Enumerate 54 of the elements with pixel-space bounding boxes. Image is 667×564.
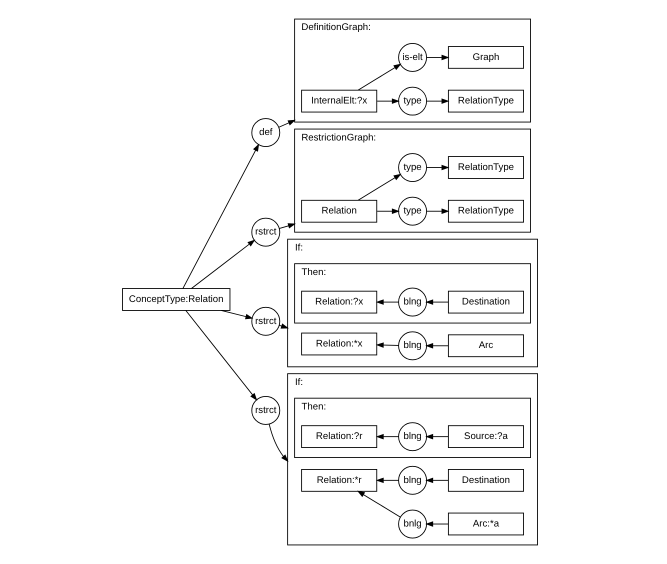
arrow: [376, 434, 399, 440]
node-box: Relation:?x: [301, 290, 378, 314]
arrow: [376, 478, 399, 484]
node-box: InternalElt:?x: [301, 90, 378, 112]
node-box: Destination: [448, 468, 524, 492]
node-box: Arc: [448, 334, 524, 358]
arrow: [425, 521, 449, 527]
node-circle: rstrct: [251, 396, 280, 425]
node-circle: rstrct: [251, 218, 280, 247]
arrow: [358, 174, 402, 201]
arrow: [185, 310, 258, 401]
node-circle: blng: [398, 422, 427, 452]
node-circle: type: [398, 86, 427, 116]
arrow: [376, 98, 400, 104]
node-circle: rstrct: [251, 306, 280, 336]
arrow: [425, 478, 449, 484]
node-circle: type: [398, 196, 427, 226]
arrow: [426, 164, 450, 170]
node-box: RelationType: [448, 200, 524, 223]
arrow: [220, 310, 254, 320]
arrow: [426, 208, 450, 214]
node-circle: bnlg: [398, 510, 427, 538]
node-box: RelationType: [448, 90, 524, 112]
node-circle: def: [251, 118, 280, 147]
node-circle: is-elt: [398, 43, 427, 72]
arrow: [426, 54, 450, 60]
arrow: [278, 120, 296, 128]
node-box: Destination: [448, 290, 524, 314]
node-box: Relation:*x: [301, 332, 378, 356]
arrow: [376, 299, 399, 305]
arrow: [182, 144, 260, 289]
node-box: ConceptType:Relation: [122, 288, 230, 311]
arrow: [425, 299, 449, 305]
node-circle: blng: [398, 288, 427, 317]
arrow: [376, 342, 399, 348]
node-circle: blng: [398, 331, 427, 360]
arrow: [425, 343, 449, 349]
arrow: [426, 98, 450, 104]
node-circle: blng: [398, 466, 427, 495]
node-box: Graph: [448, 46, 524, 69]
arrow: [358, 64, 402, 91]
arrow: [376, 208, 400, 214]
arrow: [279, 223, 296, 229]
arrow: [191, 240, 256, 289]
arrow: [425, 434, 449, 440]
node-box: RelationType: [448, 156, 524, 179]
node-box: Relation: [301, 200, 378, 223]
node-box: Relation:?r: [301, 425, 378, 448]
arrow: [357, 490, 401, 518]
node-circle: type: [398, 153, 427, 182]
node-box: Arc:*a: [448, 512, 524, 536]
node-box: Relation:*r: [301, 468, 378, 492]
node-box: Source:?a: [448, 425, 524, 448]
arrow: [268, 424, 289, 462]
